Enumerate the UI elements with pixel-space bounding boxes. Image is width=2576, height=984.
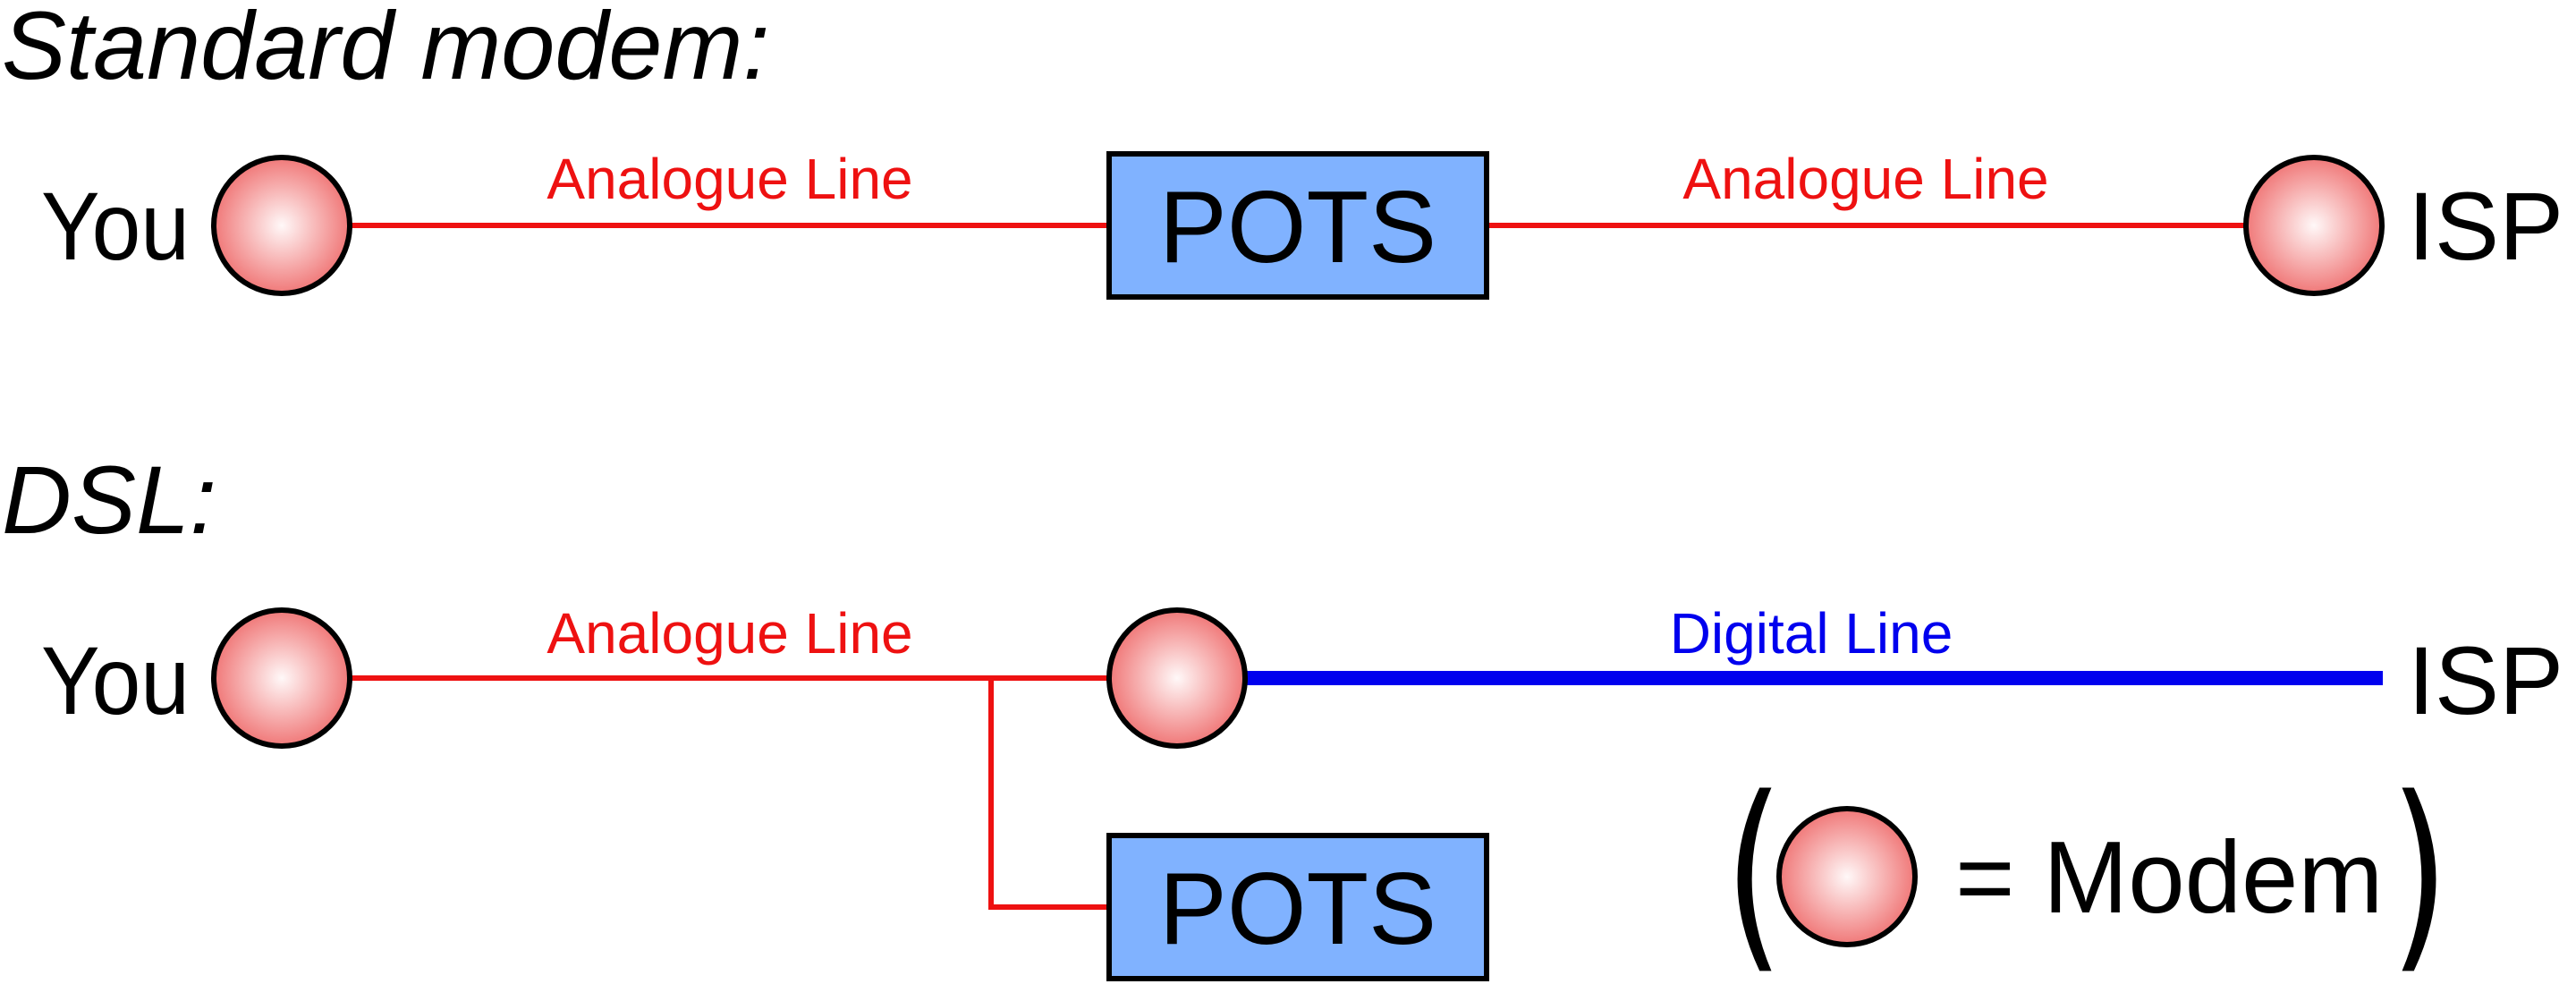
dsl-pots-branch-line: [988, 678, 1109, 910]
legend-modem-icon: [1776, 806, 1918, 947]
legend-modem-text: = Modem: [1955, 821, 2383, 935]
dsl-isp-label: ISP: [2408, 626, 2563, 734]
standard-isp-modem-icon: [2243, 155, 2385, 296]
dsl-you-modem-icon: [211, 607, 352, 749]
legend-close-paren: ): [2390, 754, 2449, 984]
legend-open-paren: (: [1724, 754, 1784, 984]
dsl-analogue-line-label: Analogue Line: [547, 601, 912, 666]
dsl-you-label: You: [41, 626, 190, 734]
dsl-digital-line-label: Digital Line: [1670, 601, 1953, 666]
standard-isp-label: ISP: [2408, 172, 2563, 280]
standard-pots-box: [1106, 151, 1489, 300]
standard-you-label: You: [41, 172, 190, 280]
standard-you-modem-icon: [211, 155, 352, 296]
dsl-splitter-modem-icon: [1106, 607, 1248, 749]
dsl-pots-box: [1106, 833, 1489, 981]
standard-analogue-line-right-label: Analogue Line: [1682, 147, 2048, 211]
standard-modem-heading: Standard modem:: [2, 0, 769, 99]
standard-pots-label: POTS: [1159, 171, 1436, 284]
dsl-heading: DSL:: [2, 445, 216, 554]
standard-analogue-line-left-label: Analogue Line: [547, 147, 912, 211]
dsl-pots-label: POTS: [1159, 853, 1436, 966]
